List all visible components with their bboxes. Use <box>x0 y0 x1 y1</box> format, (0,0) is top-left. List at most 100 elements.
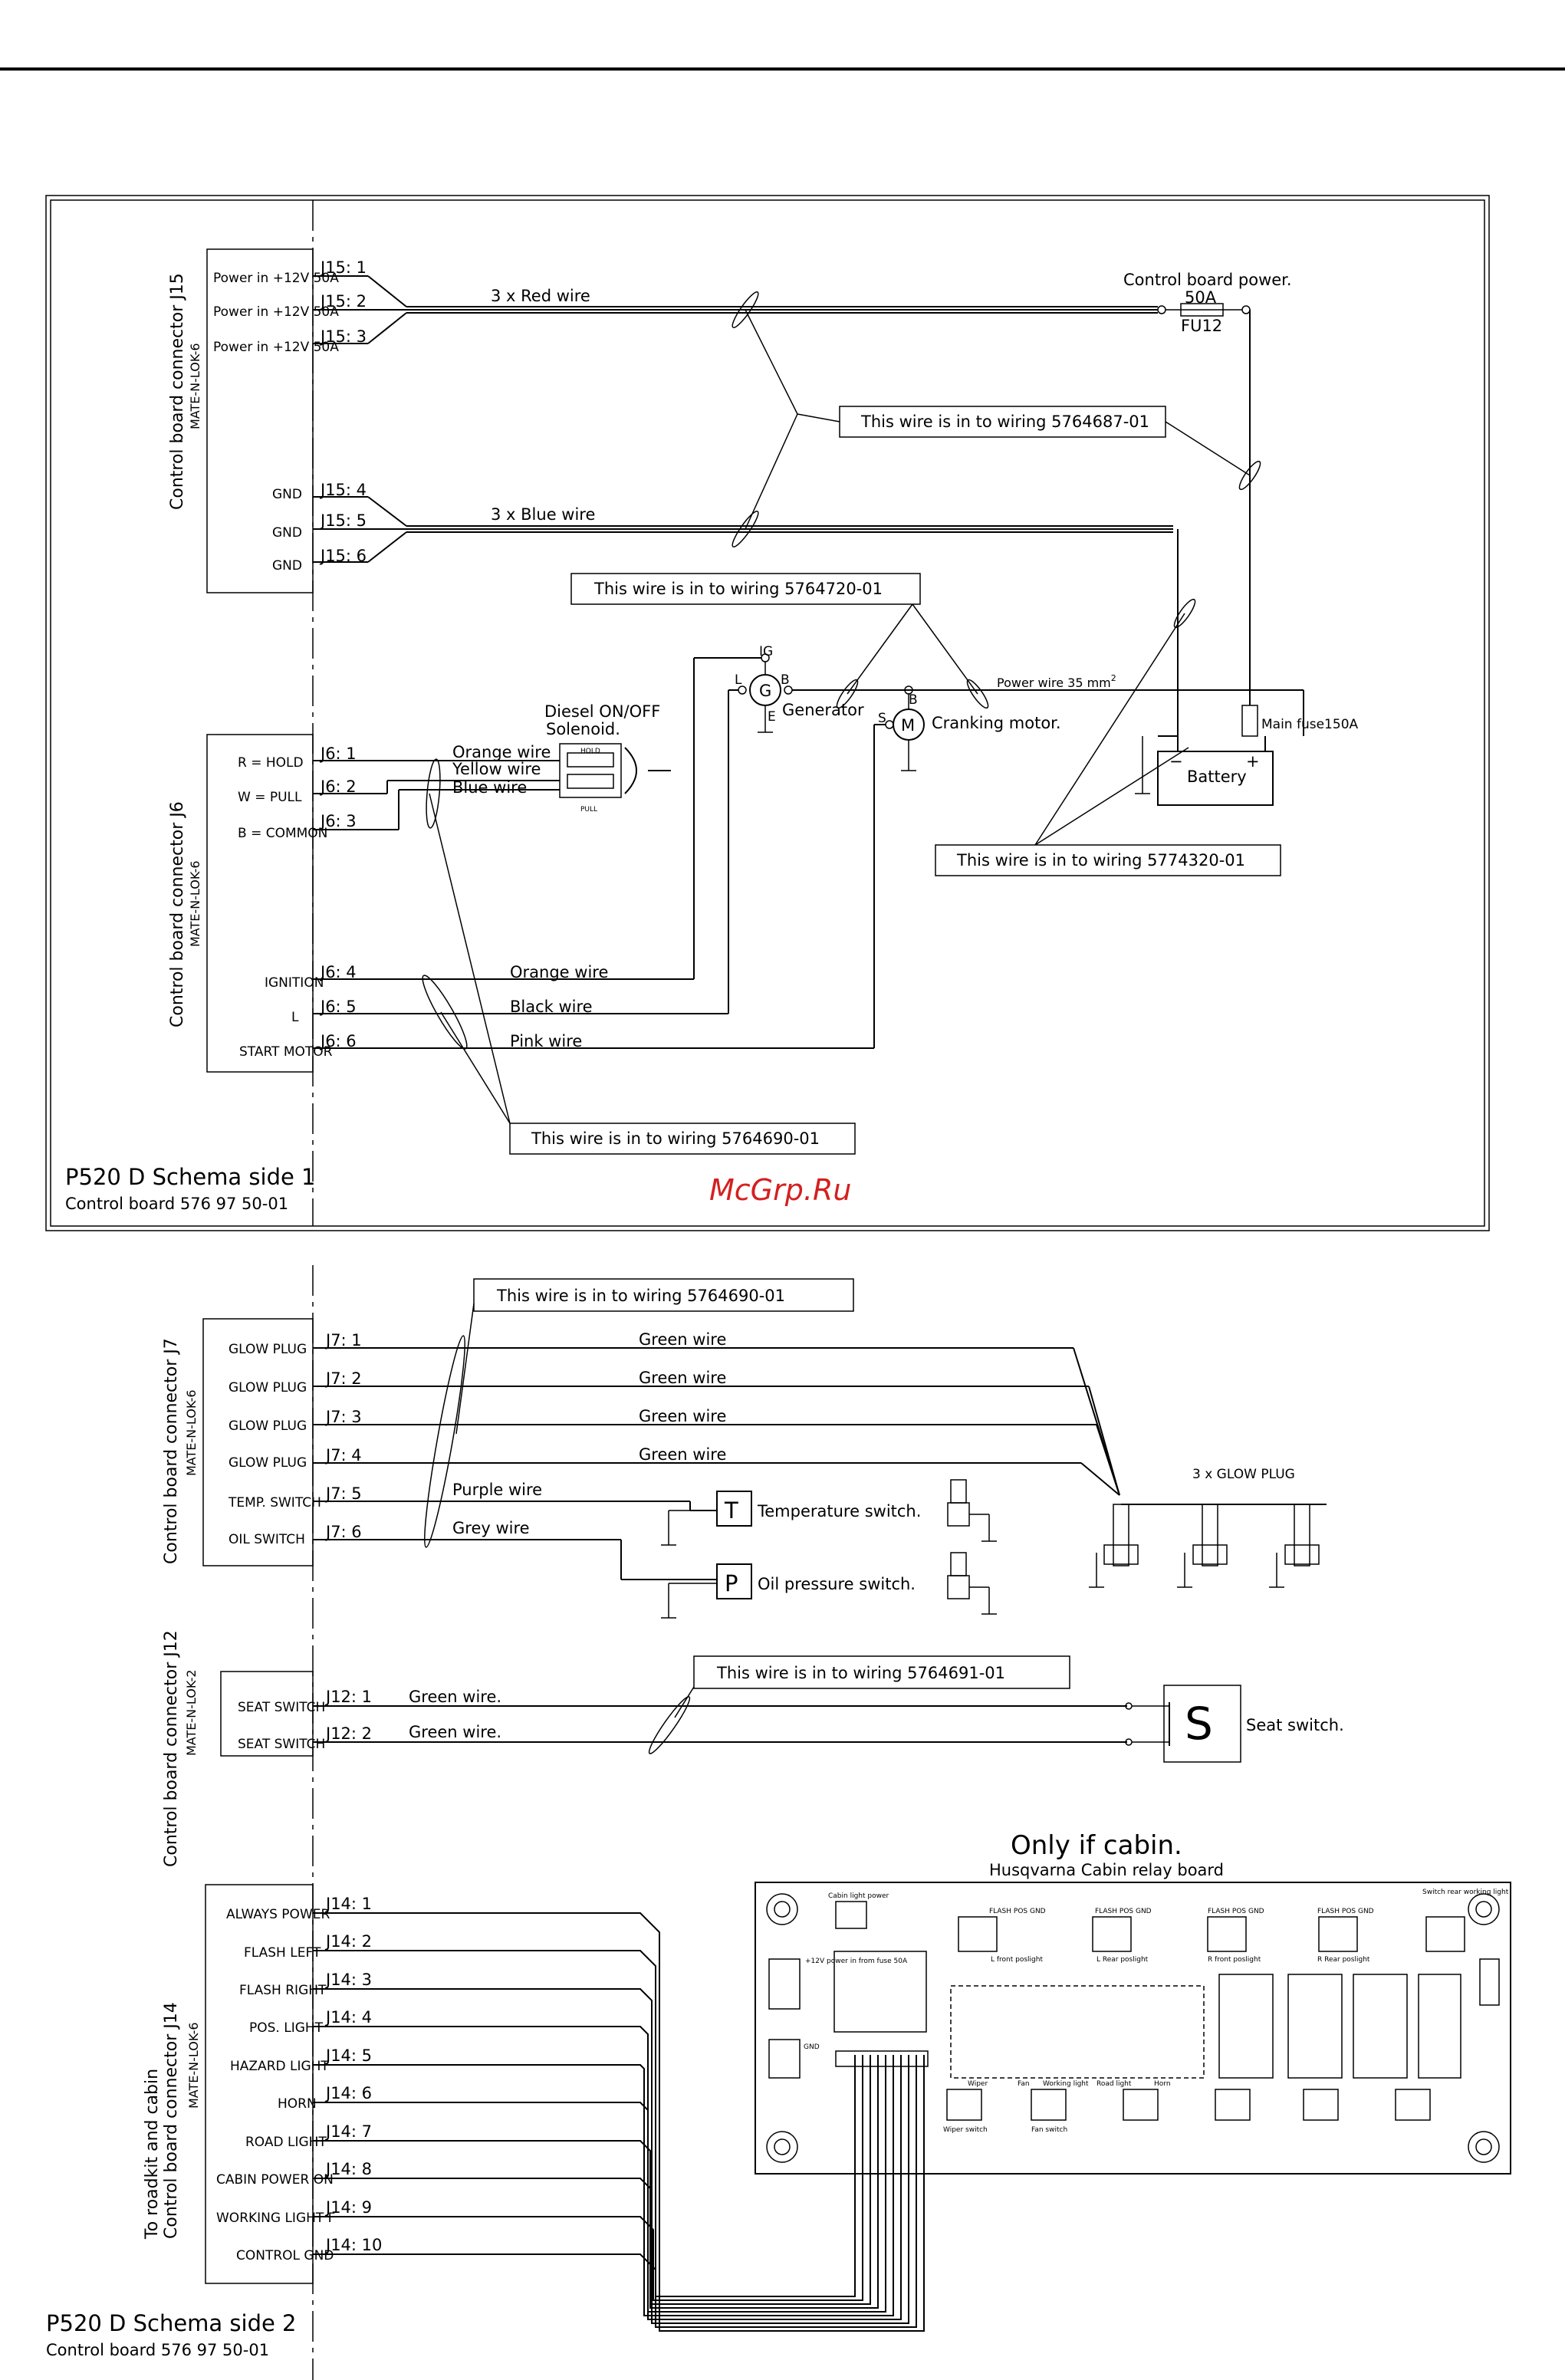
j6-pin-3-id: J6: 3 <box>319 812 357 830</box>
j6-pins: R = HOLD J6: 1 W = PULL J6: 2 B = COMMON… <box>238 745 357 1060</box>
j12-pin-2-function: SEAT SWITCH <box>238 1737 325 1752</box>
side2-title: P520 D Schema side 2 <box>46 2310 297 2336</box>
j6-pin-6-function: START MOTOR <box>239 1044 333 1060</box>
temp-symbol: T <box>724 1497 738 1524</box>
battery-label: Battery <box>1187 768 1247 786</box>
oil-switch-label: Oil pressure switch. <box>758 1575 916 1593</box>
cabin-power-note: +12V power in from fuse 50A <box>805 1958 908 1965</box>
oil-pressure-switch <box>661 1552 997 1619</box>
j15-pin-2-id: J15: 2 <box>319 292 367 311</box>
glow-plugs <box>1089 1504 1327 1588</box>
generator-label: Generator <box>782 701 864 719</box>
j15-pin-5-id: J15: 5 <box>319 511 367 530</box>
note-5764720-leaders <box>836 603 989 709</box>
j12-connector-label: Control board connector J12 <box>162 1630 181 1867</box>
battery-plus: + <box>1246 752 1260 771</box>
j15-red-wires <box>313 275 1158 344</box>
solenoid-subtitle: Solenoid. <box>546 720 620 738</box>
j12-pin-2-id: J12: 2 <box>324 1724 372 1743</box>
j14-wire-harness <box>313 1912 925 2332</box>
j7-wire-5: Purple wire <box>452 1481 542 1499</box>
watermark: McGrp.Ru <box>709 1173 851 1207</box>
svg-text:J14: 1: J14: 1 <box>324 1895 372 1913</box>
svg-text:J7: 4: J7: 4 <box>324 1446 362 1464</box>
j6-connector-type: MATE-N-LOK-6 <box>188 860 202 947</box>
j6-connector-label: Control board connector J6 <box>168 801 187 1027</box>
cabin-flash-pos-gnd-3: FLASH POS GND <box>1208 1908 1264 1915</box>
j15-pin-3-function: Power in +12V 50A <box>213 340 339 355</box>
battery-symbol <box>1135 735 1274 806</box>
cabin-light-power: Cabin light power <box>828 1892 889 1900</box>
glow-plugs-label: 3 x GLOW PLUG <box>1192 1467 1295 1482</box>
j15-blue-wires <box>313 496 1179 736</box>
j6-pin-4-function: IGNITION <box>265 975 324 991</box>
j15-pin-5-function: GND <box>272 525 302 541</box>
j7-wire-3: Green wire <box>639 1407 726 1425</box>
j6-wire-1: Orange wire <box>452 743 551 761</box>
temp-switch-label: Temperature switch. <box>757 1502 921 1520</box>
j6-wire-2: Yellow wire <box>452 760 541 778</box>
j12-wire-1: Green wire. <box>409 1688 501 1706</box>
cabin-fan-switch: Fan switch <box>1031 2126 1067 2134</box>
svg-text:GLOW PLUG: GLOW PLUG <box>229 1342 307 1357</box>
svg-text:J7: 5: J7: 5 <box>324 1484 362 1503</box>
svg-text:J14: 9: J14: 9 <box>324 2198 372 2217</box>
note-5774320-box <box>935 844 1281 876</box>
main-fuse-label: Main fuse150A <box>1261 717 1359 732</box>
j7-note-leader <box>424 1303 475 1548</box>
j12-wires <box>313 1696 1170 1754</box>
svg-text:J14: 4: J14: 4 <box>324 2008 372 2027</box>
svg-text:ROAD LIGHT: ROAD LIGHT <box>245 2135 327 2150</box>
j15-pins: Power in +12V 50A J15: 1 Power in +12V 5… <box>213 258 367 574</box>
j6-wires <box>313 657 886 1049</box>
svg-text:FLASH LEFT: FLASH LEFT <box>244 1945 321 1961</box>
cabin-working-light: Working light <box>1043 2080 1089 2088</box>
cabin-gnd: GND <box>804 2043 820 2051</box>
cabin-road-light: Road light <box>1096 2080 1132 2088</box>
side1-subtitle: Control board 576 97 50-01 <box>65 1195 288 1213</box>
j12-note: This wire is in to wiring 5764691-01 <box>716 1664 1005 1682</box>
cabin-flash-pos-gnd-1: FLASH POS GND <box>989 1908 1046 1915</box>
generator-g: G <box>759 682 771 700</box>
diesel-solenoid <box>559 743 671 798</box>
svg-text:WORKING LIGHT F: WORKING LIGHT F <box>216 2211 335 2226</box>
j14-connector-type: MATE-N-LOK-6 <box>186 2022 201 2109</box>
note-5764720: This wire is in to wiring 5764720-01 <box>593 580 883 598</box>
j7-wire-1: Green wire <box>639 1330 726 1349</box>
j6-pin-3-function: B = COMMON <box>238 826 327 841</box>
j12-pin-1-id: J12: 1 <box>324 1688 372 1706</box>
svg-text:J14: 2: J14: 2 <box>324 1932 372 1951</box>
svg-text:GLOW PLUG: GLOW PLUG <box>229 1418 307 1434</box>
svg-text:J7: 2: J7: 2 <box>324 1369 362 1388</box>
cabin-wiper: Wiper <box>968 2080 988 2088</box>
svg-text:FLASH RIGHT: FLASH RIGHT <box>239 1983 327 1998</box>
j7-connector-box <box>202 1318 314 1566</box>
temperature-switch <box>661 1479 997 1546</box>
j7-wire-2: Green wire <box>639 1369 726 1387</box>
motor-s: S <box>878 711 886 726</box>
note-5764690: This wire is in to wiring 5764690-01 <box>531 1129 820 1148</box>
svg-text:ALWAYS POWER: ALWAYS POWER <box>226 1907 330 1922</box>
cabin-flash-pos-gnd-2: FLASH POS GND <box>1095 1908 1152 1915</box>
svg-text:CONTROL GND: CONTROL GND <box>236 2248 334 2263</box>
j12-note-leader <box>674 1686 695 1718</box>
j7-connector-type: MATE-N-LOK-6 <box>184 1389 199 1476</box>
svg-text:GLOW PLUG: GLOW PLUG <box>229 1455 307 1471</box>
svg-text:J14: 10: J14: 10 <box>324 2236 382 2254</box>
side1-frame <box>45 195 1490 1231</box>
note-5764687-leaders <box>745 309 1261 530</box>
cabin-relay-board <box>755 1882 1511 2175</box>
cabin-r-front: R front poslight <box>1208 1956 1261 1964</box>
j6-wire-4: Orange wire <box>510 963 608 981</box>
j7-connector-label: Control board connector J7 <box>162 1338 181 1564</box>
svg-text:POS. LIGHT: POS. LIGHT <box>249 2020 324 2036</box>
j12-connector-box <box>220 1671 314 1757</box>
cabin-horn: Horn <box>1154 2080 1171 2088</box>
j15-pin-1-id: J15: 1 <box>319 258 367 277</box>
cabin-fan: Fan <box>1018 2080 1030 2088</box>
cabin-switch-rear: Switch rear working light <box>1422 1889 1509 1896</box>
j15-pin-2-function: Power in +12V 50A <box>213 304 339 320</box>
seat-switch-label: Seat switch. <box>1246 1716 1344 1734</box>
cabin-r-rear: R Rear poslight <box>1317 1956 1370 1964</box>
